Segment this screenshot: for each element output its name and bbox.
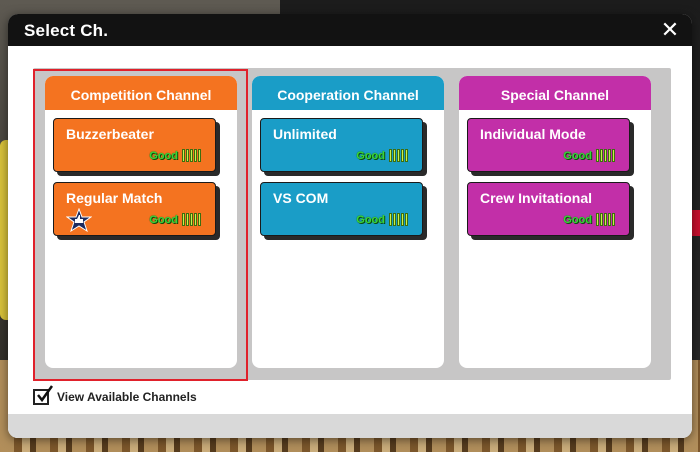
channel-name: VS COM xyxy=(273,190,329,206)
view-available-channels-toggle[interactable]: View Available Channels xyxy=(33,385,197,405)
close-icon: ✕ xyxy=(660,17,680,42)
view-available-label: View Available Channels xyxy=(57,390,197,404)
dialog-footer xyxy=(8,414,692,438)
channel-status: Good xyxy=(149,213,201,226)
channel-name: Unlimited xyxy=(273,126,337,142)
channel-name: Individual Mode xyxy=(480,126,586,142)
channel-name: Regular Match xyxy=(66,190,163,206)
thumbs-up-badge-icon xyxy=(66,208,92,233)
column-header-cooperation[interactable]: Cooperation Channel xyxy=(252,76,444,110)
dialog-title: Select Ch. xyxy=(24,21,109,40)
column-special: Special Channel Individual Mode Good Cre… xyxy=(459,76,651,368)
channel-card-vs-com[interactable]: VS COM Good xyxy=(260,182,423,236)
channel-status: Good xyxy=(356,149,408,162)
channel-status: Good xyxy=(356,213,408,226)
column-header-special[interactable]: Special Channel xyxy=(459,76,651,110)
status-text: Good xyxy=(563,149,592,162)
channel-card-crew-invitational[interactable]: Crew Invitational Good xyxy=(467,182,630,236)
signal-bars-icon xyxy=(389,213,408,226)
channel-area: Competition Channel Buzzerbeater Good Re… xyxy=(33,68,671,380)
channel-status: Good xyxy=(563,149,615,162)
signal-bars-icon xyxy=(182,213,201,226)
signal-bars-icon xyxy=(389,149,408,162)
dialog-body: Competition Channel Buzzerbeater Good Re… xyxy=(8,46,692,438)
signal-bars-icon xyxy=(596,149,615,162)
column-header-competition[interactable]: Competition Channel xyxy=(45,76,237,110)
channel-name: Crew Invitational xyxy=(480,190,593,206)
checkmark-icon xyxy=(37,385,54,403)
channel-status: Good xyxy=(563,213,615,226)
channel-card-buzzerbeater[interactable]: Buzzerbeater Good xyxy=(53,118,216,172)
channel-card-regular-match[interactable]: Regular Match Good xyxy=(53,182,216,236)
column-competition: Competition Channel Buzzerbeater Good Re… xyxy=(45,76,237,368)
select-channel-dialog: Select Ch. ✕ Competition Channel Buzzerb… xyxy=(8,14,692,438)
view-available-checkbox[interactable] xyxy=(33,385,54,405)
background-tag xyxy=(692,210,700,236)
status-text: Good xyxy=(149,213,178,226)
status-text: Good xyxy=(356,213,385,226)
channel-name: Buzzerbeater xyxy=(66,126,154,142)
status-text: Good xyxy=(563,213,592,226)
channel-status: Good xyxy=(149,149,201,162)
status-text: Good xyxy=(149,149,178,162)
close-button[interactable]: ✕ xyxy=(658,18,682,42)
signal-bars-icon xyxy=(182,149,201,162)
signal-bars-icon xyxy=(596,213,615,226)
status-text: Good xyxy=(356,149,385,162)
channel-card-individual-mode[interactable]: Individual Mode Good xyxy=(467,118,630,172)
dialog-titlebar: Select Ch. ✕ xyxy=(8,14,692,46)
channel-card-unlimited[interactable]: Unlimited Good xyxy=(260,118,423,172)
column-cooperation: Cooperation Channel Unlimited Good VS CO… xyxy=(252,76,444,368)
